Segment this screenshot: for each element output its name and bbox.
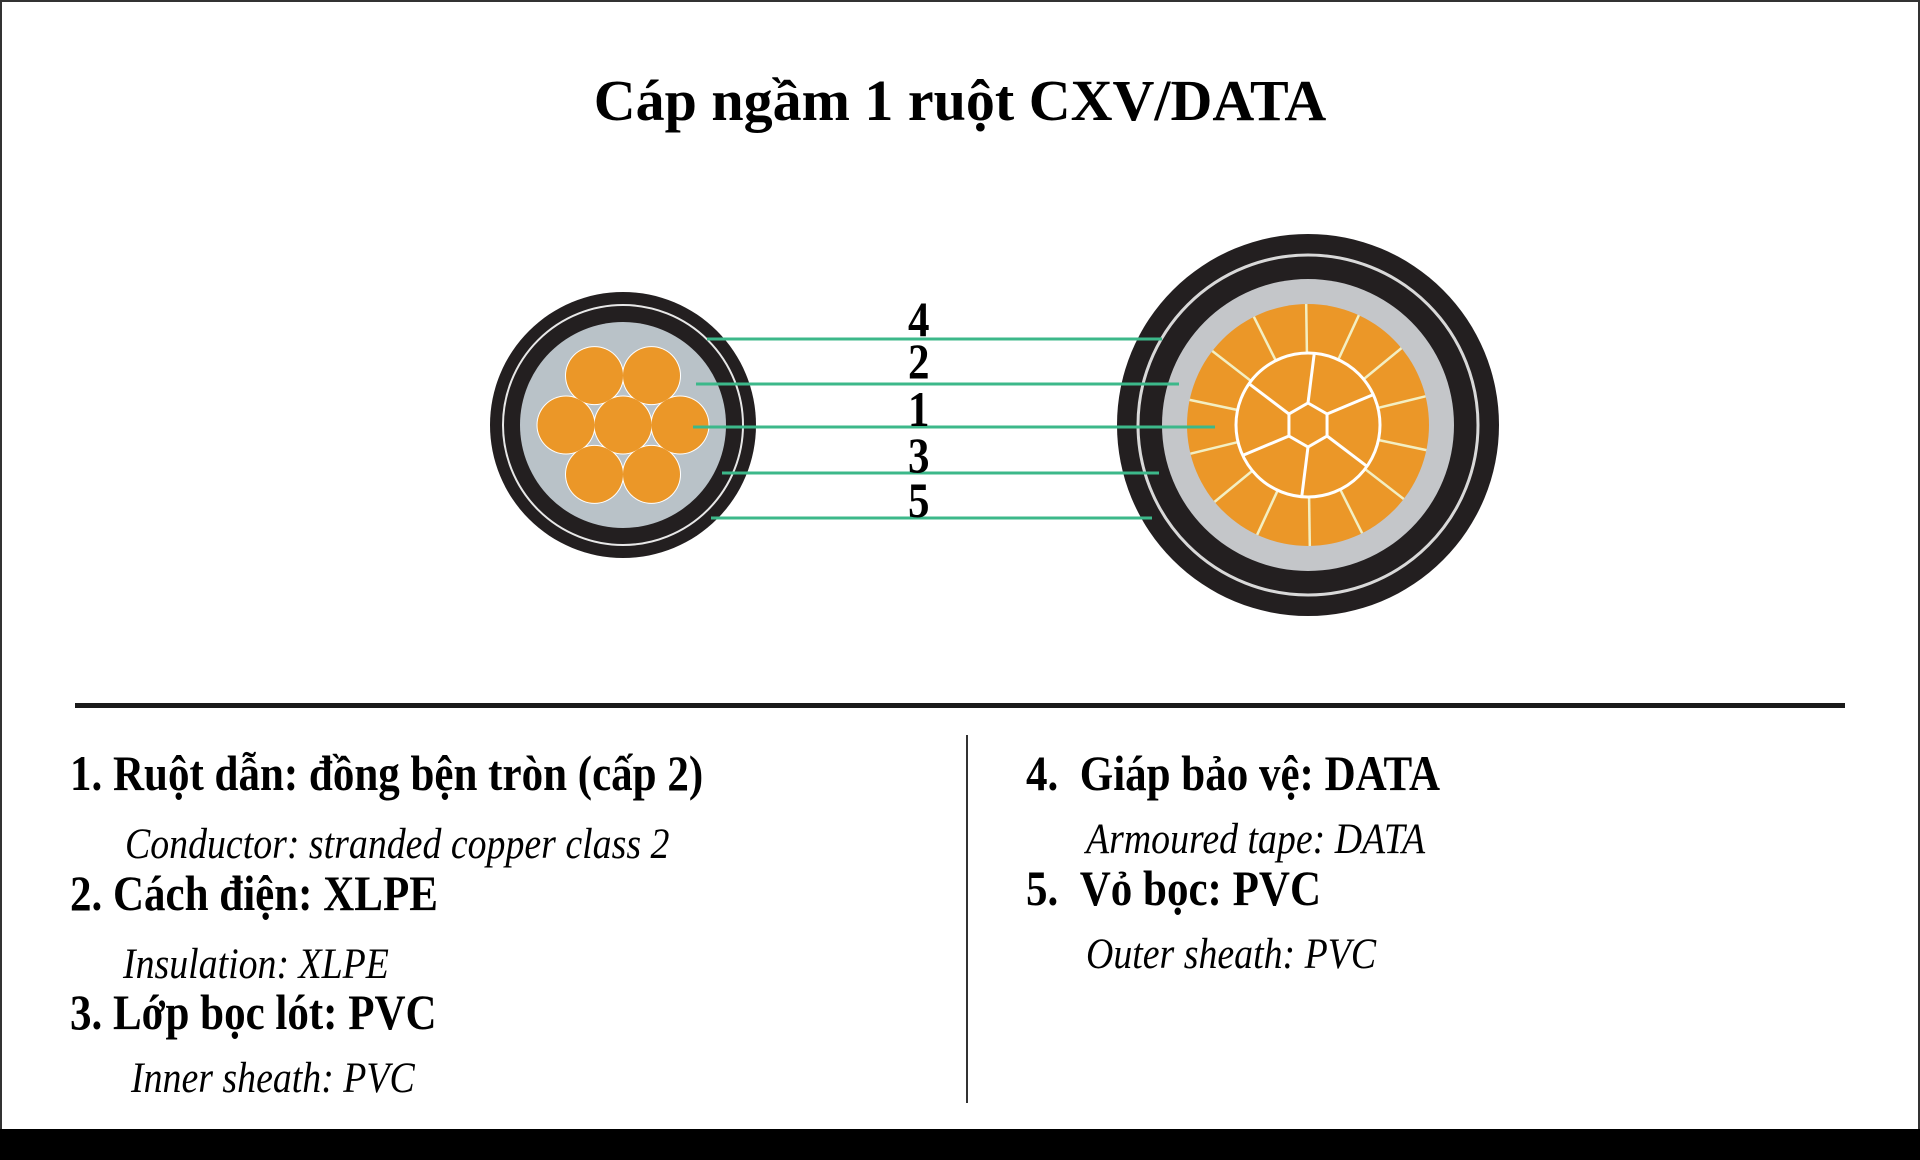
inner-ring-boundary xyxy=(1234,351,1382,499)
small-cable-cross-section xyxy=(490,292,756,558)
center-hexagon xyxy=(1287,401,1329,449)
column-divider xyxy=(966,735,968,1103)
segment-divider xyxy=(1252,316,1277,362)
conductor-strands xyxy=(536,346,710,504)
segment-divider xyxy=(1326,434,1368,468)
section-divider xyxy=(75,703,1845,708)
callout-number-3: 3 xyxy=(908,427,930,483)
legend-item-2: 2. Cách điện: XLPE xyxy=(70,865,438,921)
legend-item-4-english: Armoured tape: DATA xyxy=(1086,816,1426,863)
segment-divider xyxy=(1362,347,1403,381)
segment-divider xyxy=(1242,434,1290,457)
copper-strand xyxy=(651,396,709,454)
copper-strand xyxy=(566,347,623,405)
segment-divider xyxy=(1304,303,1309,354)
legend-item-3: 3. Lớp bọc lót: PVC xyxy=(70,984,437,1040)
callout-number-5: 5 xyxy=(908,472,930,528)
conductor-segments xyxy=(1189,303,1427,547)
large-cable-cross-section xyxy=(1117,234,1499,616)
legend-item-5: 5. Vỏ bọc: PVC xyxy=(1026,860,1322,916)
segment-divider xyxy=(1211,349,1252,382)
callout-number-2: 2 xyxy=(908,333,930,389)
bottom-band xyxy=(0,1129,1920,1160)
segment-divider xyxy=(1248,382,1290,416)
legend-item-1-english: Conductor: stranded copper class 2 xyxy=(125,821,670,868)
segment-divider xyxy=(1300,446,1310,497)
segment-divider xyxy=(1337,314,1360,361)
segment-divider xyxy=(1189,398,1238,412)
callout-number-1: 1 xyxy=(908,381,930,437)
segment-divider xyxy=(1213,469,1254,503)
image-frame xyxy=(0,0,1920,1130)
callout-lines xyxy=(693,337,1215,520)
copper-strand xyxy=(594,396,652,454)
segment-divider xyxy=(1190,440,1239,455)
segment-divider xyxy=(1256,489,1279,536)
segment-divider xyxy=(1306,353,1316,404)
legend-item-3-english: Inner sheath: PVC xyxy=(131,1055,415,1102)
diagram-title: Cáp ngầm 1 ruột CXV/DATA xyxy=(593,68,1327,133)
legend-item-5-english: Outer sheath: PVC xyxy=(1086,931,1377,978)
segment-divider xyxy=(1378,438,1427,452)
armour-tape xyxy=(502,304,744,546)
copper-strand xyxy=(623,445,680,503)
copper-strand xyxy=(566,445,623,503)
callout-number-4: 4 xyxy=(908,291,930,347)
segment-divider xyxy=(1307,496,1312,547)
copper-strand xyxy=(537,396,595,454)
segment-divider xyxy=(1339,488,1364,534)
segment-divider xyxy=(1377,395,1426,410)
legend-item-4: 4. Giáp bảo vệ: DATA xyxy=(1026,745,1441,801)
cable-cross-section-diagram xyxy=(490,234,1499,616)
segment-divider xyxy=(1326,393,1374,416)
legend-item-2-english: Insulation: XLPE xyxy=(123,941,389,988)
segment-divider xyxy=(1364,468,1405,501)
legend-item-1: 1. Ruột dẫn: đồng bện tròn (cấp 2) xyxy=(70,745,704,801)
armour-tape xyxy=(1136,253,1480,597)
copper-strand xyxy=(623,347,680,405)
